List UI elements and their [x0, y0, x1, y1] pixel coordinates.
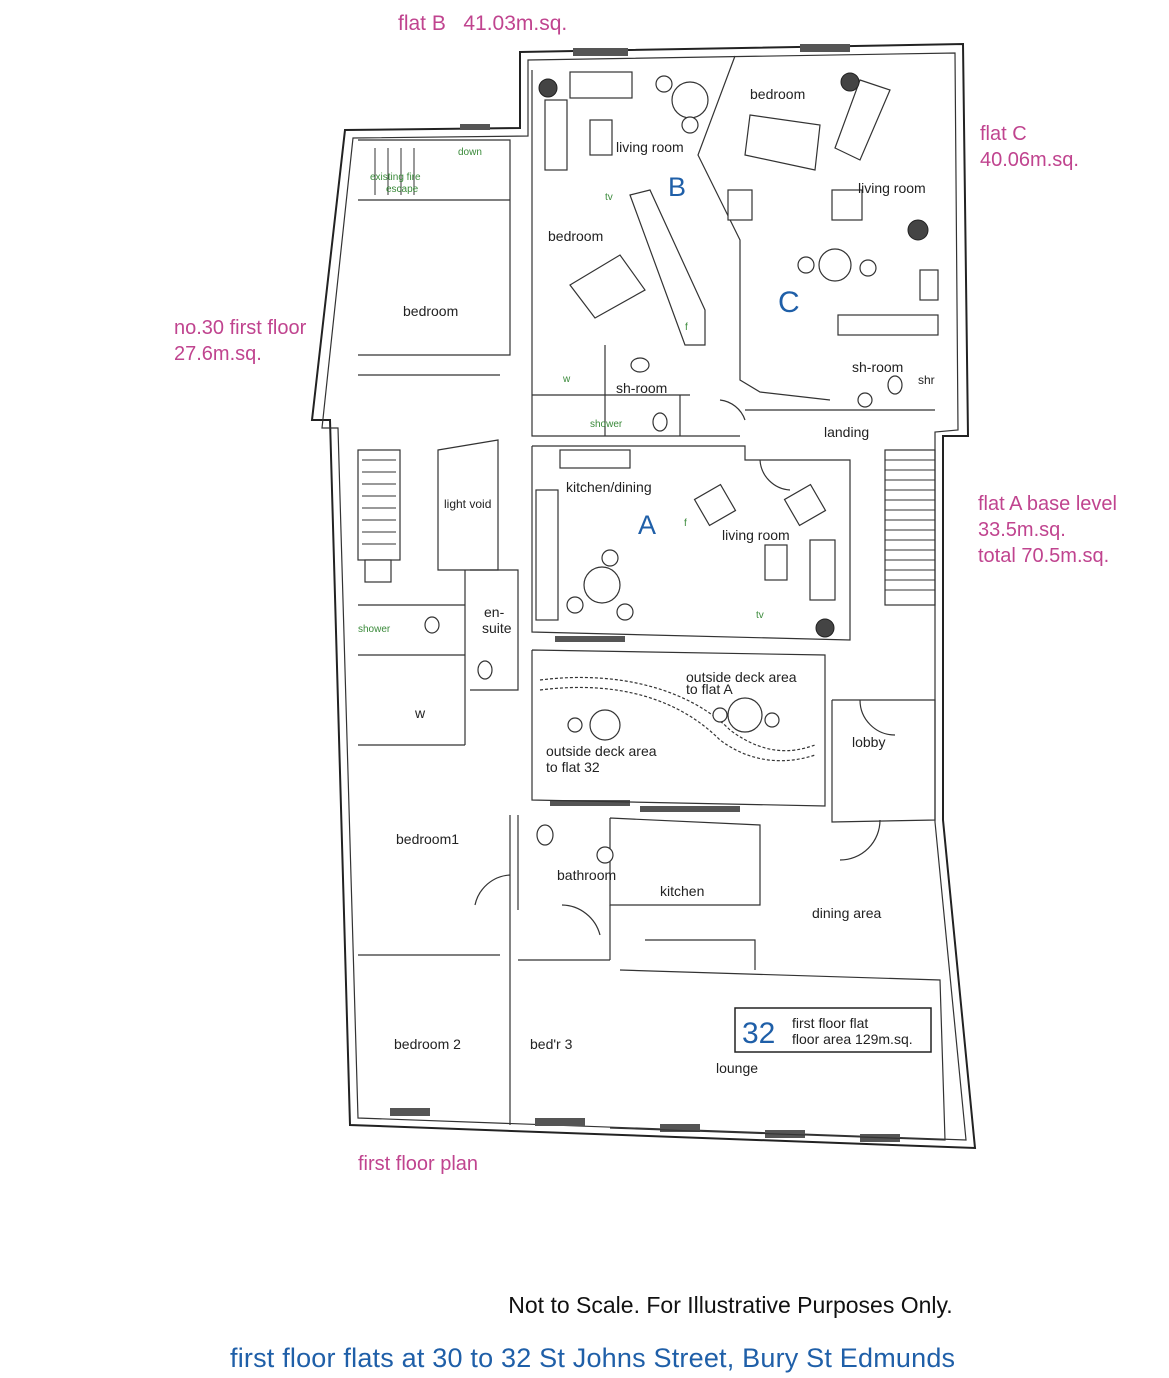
room-ensuite-2: suite: [482, 620, 512, 636]
info-box-number: 32: [742, 1017, 775, 1050]
label-f1: f: [685, 322, 688, 333]
room-b-shroom: sh-room: [616, 380, 667, 396]
label-tv1: tv: [605, 192, 613, 203]
flat-b-label: flat B 41.03m.sq.: [398, 12, 567, 35]
room-bathroom: bathroom: [557, 867, 616, 883]
flat-letters: B C A: [638, 172, 800, 540]
furniture: [362, 71, 939, 936]
room-bedroom2: bedroom 2: [394, 1036, 461, 1052]
flat-a-total: total 70.5m.sq.: [978, 545, 1109, 567]
room-bedr3: bed'r 3: [530, 1036, 573, 1052]
flat-letter-a: A: [638, 510, 656, 540]
room-lounge: lounge: [716, 1060, 758, 1076]
no30-area: 27.6m.sq.: [174, 343, 262, 365]
room-landing: landing: [824, 424, 869, 440]
disclaimer-text: Not to Scale. For Illustrative Purposes …: [508, 1292, 953, 1318]
room-c-living: living room: [858, 180, 926, 196]
info-box-line2: floor area 129m.sq.: [792, 1031, 913, 1047]
plan-title: first floor plan: [358, 1153, 478, 1175]
room-fire-escape-1: existing fire: [370, 172, 421, 183]
room-deck-32-2: to flat 32: [546, 759, 600, 775]
flat-c-name: flat C: [980, 123, 1027, 145]
flat-c-area: 40.06m.sq.: [980, 149, 1079, 171]
area-annotations: flat B 41.03m.sq. flat C 40.06m.sq. no.3…: [174, 12, 1117, 1175]
room-a-living: living room: [722, 527, 790, 543]
room-bedroom1: bedroom1: [396, 831, 459, 847]
room-fire-escape-2: escape: [386, 184, 419, 195]
flat-a-name: flat A base level: [978, 493, 1117, 515]
room-b-w: w: [562, 374, 571, 385]
flat-letter-c: C: [778, 286, 800, 319]
label-tv2: tv: [756, 610, 764, 621]
room-no30-bedroom: bedroom: [403, 303, 458, 319]
room-b-living: living room: [616, 139, 684, 155]
room-c-bedroom: bedroom: [750, 86, 805, 102]
room-kitchen: kitchen: [660, 883, 704, 899]
room-ensuite-1: en-: [484, 604, 505, 620]
info-box-line1: first floor flat: [792, 1015, 868, 1031]
room-labels: living room bedroom sh-room shower w bed…: [358, 86, 935, 1076]
room-no30-shower: shower: [358, 624, 391, 635]
room-b-shower: shower: [590, 419, 623, 430]
label-f2: f: [684, 518, 687, 529]
flat-letter-b: B: [668, 172, 686, 202]
interior-walls: [357, 55, 946, 1141]
room-c-shroom: sh-room: [852, 359, 903, 375]
room-down: down: [458, 147, 482, 158]
room-b-bedroom: bedroom: [548, 228, 603, 244]
room-no30-w: w: [414, 705, 426, 721]
floor-plan-drawing: 32 first floor flat floor area 129m.sq. …: [174, 12, 1117, 1175]
room-lobby: lobby: [852, 734, 885, 750]
disclaimer-note: Not to Scale. For Illustrative Purposes …: [0, 1292, 1169, 1319]
no30-name: no.30 first floor: [174, 317, 307, 339]
footer-title: first floor flats at 30 to 32 St Johns S…: [230, 1343, 956, 1373]
room-light-void: light void: [444, 497, 491, 511]
room-deck-a-1: outside deck area: [686, 669, 797, 685]
flat-a-area: 33.5m.sq.: [978, 519, 1066, 541]
room-dining: dining area: [812, 905, 881, 921]
room-deck-32-1: outside deck area: [546, 743, 657, 759]
room-a-kitchen: kitchen/dining: [566, 479, 652, 495]
room-deck-a-2: to flat A: [686, 681, 733, 697]
flat-32-info-box: 32 first floor flat floor area 129m.sq.: [734, 1007, 932, 1053]
room-c-shr: shr: [918, 373, 935, 387]
